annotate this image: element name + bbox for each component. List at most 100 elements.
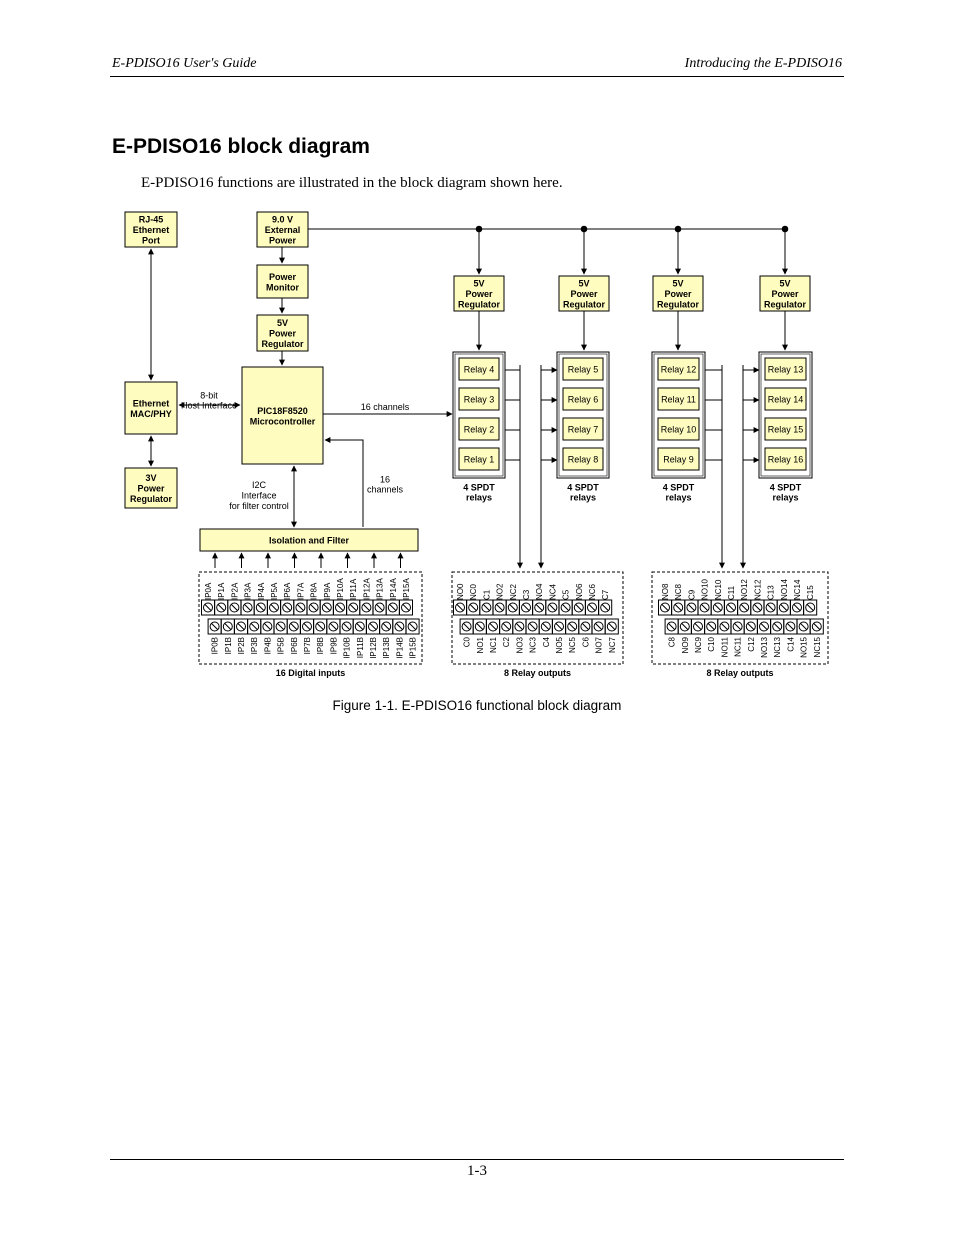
screw-slot-icon [522,604,530,611]
terminal-label-bottom: IP1B [224,637,233,654]
terminal-label-bottom: NO15 [800,636,809,657]
terminal-label-bottom: NC3 [529,636,538,653]
screw-slot-icon [780,604,788,611]
screw-slot-icon [509,604,517,611]
screw-slot-icon [582,623,589,630]
relay-block [562,447,604,471]
screw-slot-icon [740,604,748,611]
terminal-label-bottom: NO13 [760,636,769,657]
terminal-label-top: NC6 [588,583,597,600]
terminal-label-top: IP2A [230,582,239,600]
relay-label: Relay 11 [661,395,696,405]
terminal-label-top: IP13A [376,578,385,600]
relay-block [657,387,700,411]
screw-slot-icon [369,623,377,630]
relay-label: Relay 2 [464,425,495,435]
terminal-label-top: NO6 [575,583,584,600]
terminal-label-bottom: NO3 [515,636,524,653]
terminal-label-bottom: C0 [463,636,472,647]
terminal-label-bottom: IP6B [290,637,299,654]
screw-slot-icon [701,604,708,611]
relay-label: Relay 13 [768,365,804,375]
screw-slot-icon [277,623,284,630]
screw-slot-icon [389,604,397,611]
screw-slot-icon [290,623,298,630]
screw-slot-icon [382,623,390,630]
regulator-3v-block-label-line: Regulator [130,494,173,504]
terminal-label-bottom: IP5B [277,637,286,654]
terminal-label-bottom: C12 [747,636,756,651]
relay-power-regulator-block-label-line: 5V [779,279,790,289]
relay-block [657,447,700,471]
ethernet-mac-phy-block-label-line: Ethernet [133,398,170,408]
screw-slot-icon [376,604,383,611]
connector-label: 16 Digital inputs [276,668,346,678]
screw-slot-icon [244,604,251,611]
relay-block [764,447,807,471]
relay-label: Relay 7 [568,425,599,435]
terminal-label-top: C7 [601,589,610,600]
screw-slot-icon [714,604,722,611]
terminal-label-bottom: NO5 [555,636,564,653]
screw-slot-icon [595,623,602,630]
relay-group-label-line: 4 SPDT [663,483,695,493]
screw-slot-icon [747,623,755,630]
relay-block [764,357,807,381]
terminal-label-top: NC4 [548,583,557,600]
terminal-label-bottom: NC1 [489,636,498,653]
screw-slot-icon [549,604,556,611]
screw-slot-icon [562,604,569,611]
relay-group-label-line: relays [665,493,691,503]
rj45-ethernet-port-block-label-line: Ethernet [133,225,170,235]
relay-block [764,417,807,441]
terminal-label-bottom: IP8B [316,637,325,654]
screw-slot-icon [502,623,510,630]
screw-slot-icon [349,604,357,611]
relay-group-label-line: 4 SPDT [567,483,599,493]
relay-block [562,387,604,411]
screw-slot-icon [237,623,245,630]
screw-slot-icon [323,604,331,611]
terminal-label-top: NC0 [469,583,478,600]
relay-group-label-line: relays [570,493,596,503]
terminal-label-bottom: IP14B [395,637,404,659]
terminal-label-top: NC10 [714,579,723,600]
relay-label: Relay 3 [464,395,495,405]
relay-power-regulator-block-label-line: Power [771,289,799,299]
intro-text: E-PDISO16 functions are illustrated in t… [141,175,563,191]
screw-slot-icon [264,623,271,630]
terminal-label-top: IP15A [402,578,411,600]
host-interface-label-line: Host Interface [181,401,237,411]
page-number: 1-3 [467,1163,487,1179]
screw-slot-icon [588,604,596,611]
terminal-label-top: IP4A [257,582,266,600]
terminal-label-bottom: IP15B [409,637,418,659]
relay-power-regulator-block [453,275,505,312]
relay-block [458,357,500,381]
terminal-label-top: NO0 [456,583,465,600]
screw-slot-icon [476,623,484,630]
relay-block [562,417,604,441]
external-power-block-label-line: Power [269,236,297,246]
terminal-label-top: NO14 [780,579,789,600]
relay-block [458,417,500,441]
relay-power-regulator-block [652,275,704,312]
screw-slot-icon [793,604,801,611]
screw-slot-icon [456,604,464,611]
screw-slot-icon [463,623,470,630]
figure-caption: Figure 1-1. E-PDISO16 functional block d… [332,698,622,713]
relay-power-regulator-block-label-line: Regulator [657,300,700,310]
terminal-label-bottom: NO1 [476,636,485,653]
microcontroller-block-label-line: Microcontroller [250,416,316,426]
connector-frame [451,571,624,665]
screw-slot-icon [330,623,337,630]
connector-frame [651,571,829,665]
terminal-label-top: C11 [727,585,736,600]
relay-power-regulator-block-label-line: Power [465,289,493,299]
terminal-label-top: IP5A [270,582,279,600]
footer-rule [110,1159,844,1160]
terminal-label-top: IP8A [310,582,319,600]
screw-slot-icon [542,623,550,630]
channels-16-stack-label-line: 16 [380,475,390,485]
rj45-ethernet-port-block-label-line: Port [142,236,160,246]
